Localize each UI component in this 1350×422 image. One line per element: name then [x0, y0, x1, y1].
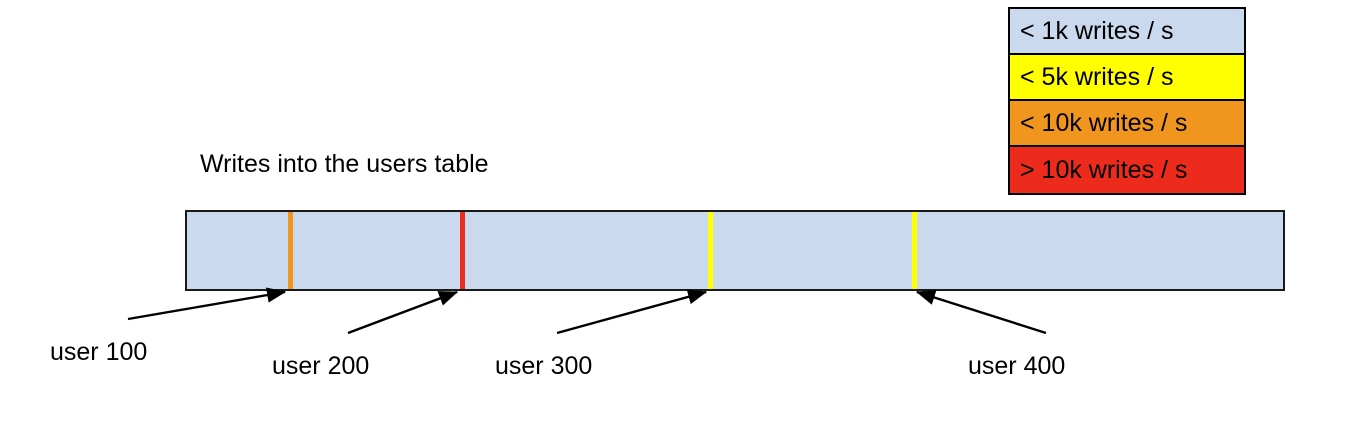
legend-row: < 5k writes / s	[1010, 55, 1244, 101]
callout-arrow	[347, 290, 459, 335]
legend-label: < 10k writes / s	[1020, 108, 1188, 137]
user-range-label: user 100	[50, 338, 148, 366]
writes-per-second-legend: < 1k writes / s < 5k writes / s < 10k writ…	[1008, 7, 1246, 195]
legend-row: < 10k writes / s	[1010, 101, 1244, 147]
user-range-label: user 400	[968, 352, 1066, 380]
annotation-arrows	[127, 287, 1047, 335]
user-range-label: user 200	[272, 352, 370, 380]
bar-stripe	[460, 212, 465, 289]
callout-arrow	[556, 289, 708, 335]
legend-label: < 5k writes / s	[1020, 62, 1174, 91]
callout-arrow	[127, 287, 287, 321]
legend-label: > 10k writes / s	[1020, 155, 1188, 184]
legend-row: > 10k writes / s	[1010, 147, 1244, 193]
users-table-range-bar	[185, 210, 1285, 291]
chart-title: Writes into the users table	[200, 150, 489, 178]
bar-stripe	[288, 212, 293, 289]
legend-label: < 1k writes / s	[1020, 16, 1174, 45]
legend-row: < 1k writes / s	[1010, 9, 1244, 55]
bar-stripe	[708, 212, 713, 289]
user-range-label: user 300	[495, 352, 593, 380]
callout-arrow	[915, 290, 1047, 335]
bar-stripe	[912, 212, 917, 289]
